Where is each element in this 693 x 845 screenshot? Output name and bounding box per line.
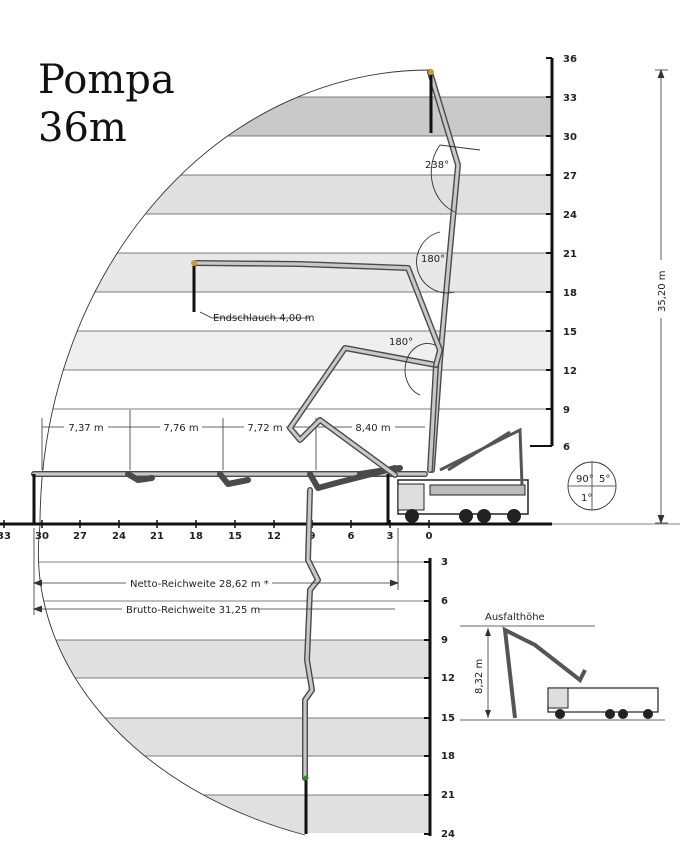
height-label: 30 — [563, 132, 577, 143]
reach-label: 12 — [267, 531, 281, 542]
section-length-label: 7,76 m — [163, 423, 198, 434]
joint-angle-label: 238° — [425, 160, 449, 171]
reach-label: 33 — [0, 531, 11, 542]
height-label: 18 — [563, 288, 577, 299]
unfolding-height-value: 8,32 m — [474, 659, 485, 694]
depth-label: 9 — [441, 635, 448, 646]
unfolding-height-title: Ausfalthöhe — [485, 612, 545, 623]
depth-label: 24 — [441, 829, 455, 840]
page-title: Pompa 36m — [38, 56, 175, 152]
reach-label: 18 — [189, 531, 203, 542]
height-label: 9 — [563, 405, 570, 416]
lower-depth-bands — [38, 561, 430, 833]
depth-label: 3 — [441, 557, 448, 568]
end-hose-label: Endschlauch 4,00 m — [213, 313, 315, 324]
joint-angle-label: 180° — [421, 254, 445, 265]
outrigger-angle-label: 1° — [581, 493, 592, 504]
depth-label: 6 — [441, 596, 448, 607]
gross-reach-label: Brutto-Reichweite 31,25 m — [126, 605, 260, 616]
height-label: 33 — [563, 93, 577, 104]
boom-below-ground — [302, 487, 321, 834]
unfolding-height-inset — [460, 625, 665, 721]
height-label: 27 — [563, 171, 577, 182]
lower-reach-arc — [37, 524, 306, 836]
outrigger-angle-label: 5° — [599, 474, 610, 485]
reach-label: 6 — [348, 531, 355, 542]
section-dimensions — [41, 410, 425, 470]
reach-label: 9 — [309, 531, 316, 542]
truck-main — [397, 427, 529, 523]
height-label: 6 — [563, 442, 570, 453]
net-reach-label: Netto-Reichweite 28,62 m * — [130, 579, 269, 590]
max-height-dimension — [655, 68, 668, 525]
boom-horizontal — [31, 465, 428, 523]
boom-vertical — [427, 69, 461, 473]
reach-dimensions — [32, 528, 400, 615]
reach-label: 24 — [112, 531, 126, 542]
depth-label: 12 — [441, 673, 455, 684]
reach-label: 0 — [426, 531, 433, 542]
reach-label: 3 — [387, 531, 394, 542]
section-length-label: 7,37 m — [68, 423, 103, 434]
height-label: 15 — [563, 327, 577, 338]
outrigger-angle-detail — [567, 461, 617, 511]
section-length-label: 7,72 m — [247, 423, 282, 434]
depth-label: 15 — [441, 713, 455, 724]
depth-label: 21 — [441, 790, 455, 801]
reach-label: 27 — [73, 531, 87, 542]
outrigger-angle-label: 90° — [576, 474, 594, 485]
depth-label: 18 — [441, 751, 455, 762]
height-label: 36 — [563, 54, 577, 65]
section-length-label: 8,40 m — [355, 423, 390, 434]
height-label: 12 — [563, 366, 577, 377]
title-line: Pompa — [38, 57, 175, 103]
height-label: 24 — [563, 210, 577, 221]
boom-folded — [191, 260, 443, 478]
reach-label: 30 — [35, 531, 49, 542]
joint-angle-arcs — [404, 144, 481, 396]
max-height-label: 35,20 m — [657, 270, 668, 312]
joint-angle-label: 180° — [389, 337, 413, 348]
reach-label: 21 — [150, 531, 164, 542]
upper-reach-arc — [39, 69, 431, 526]
title-line: 36m — [38, 105, 127, 151]
height-label: 21 — [563, 249, 577, 260]
reach-label: 15 — [228, 531, 242, 542]
